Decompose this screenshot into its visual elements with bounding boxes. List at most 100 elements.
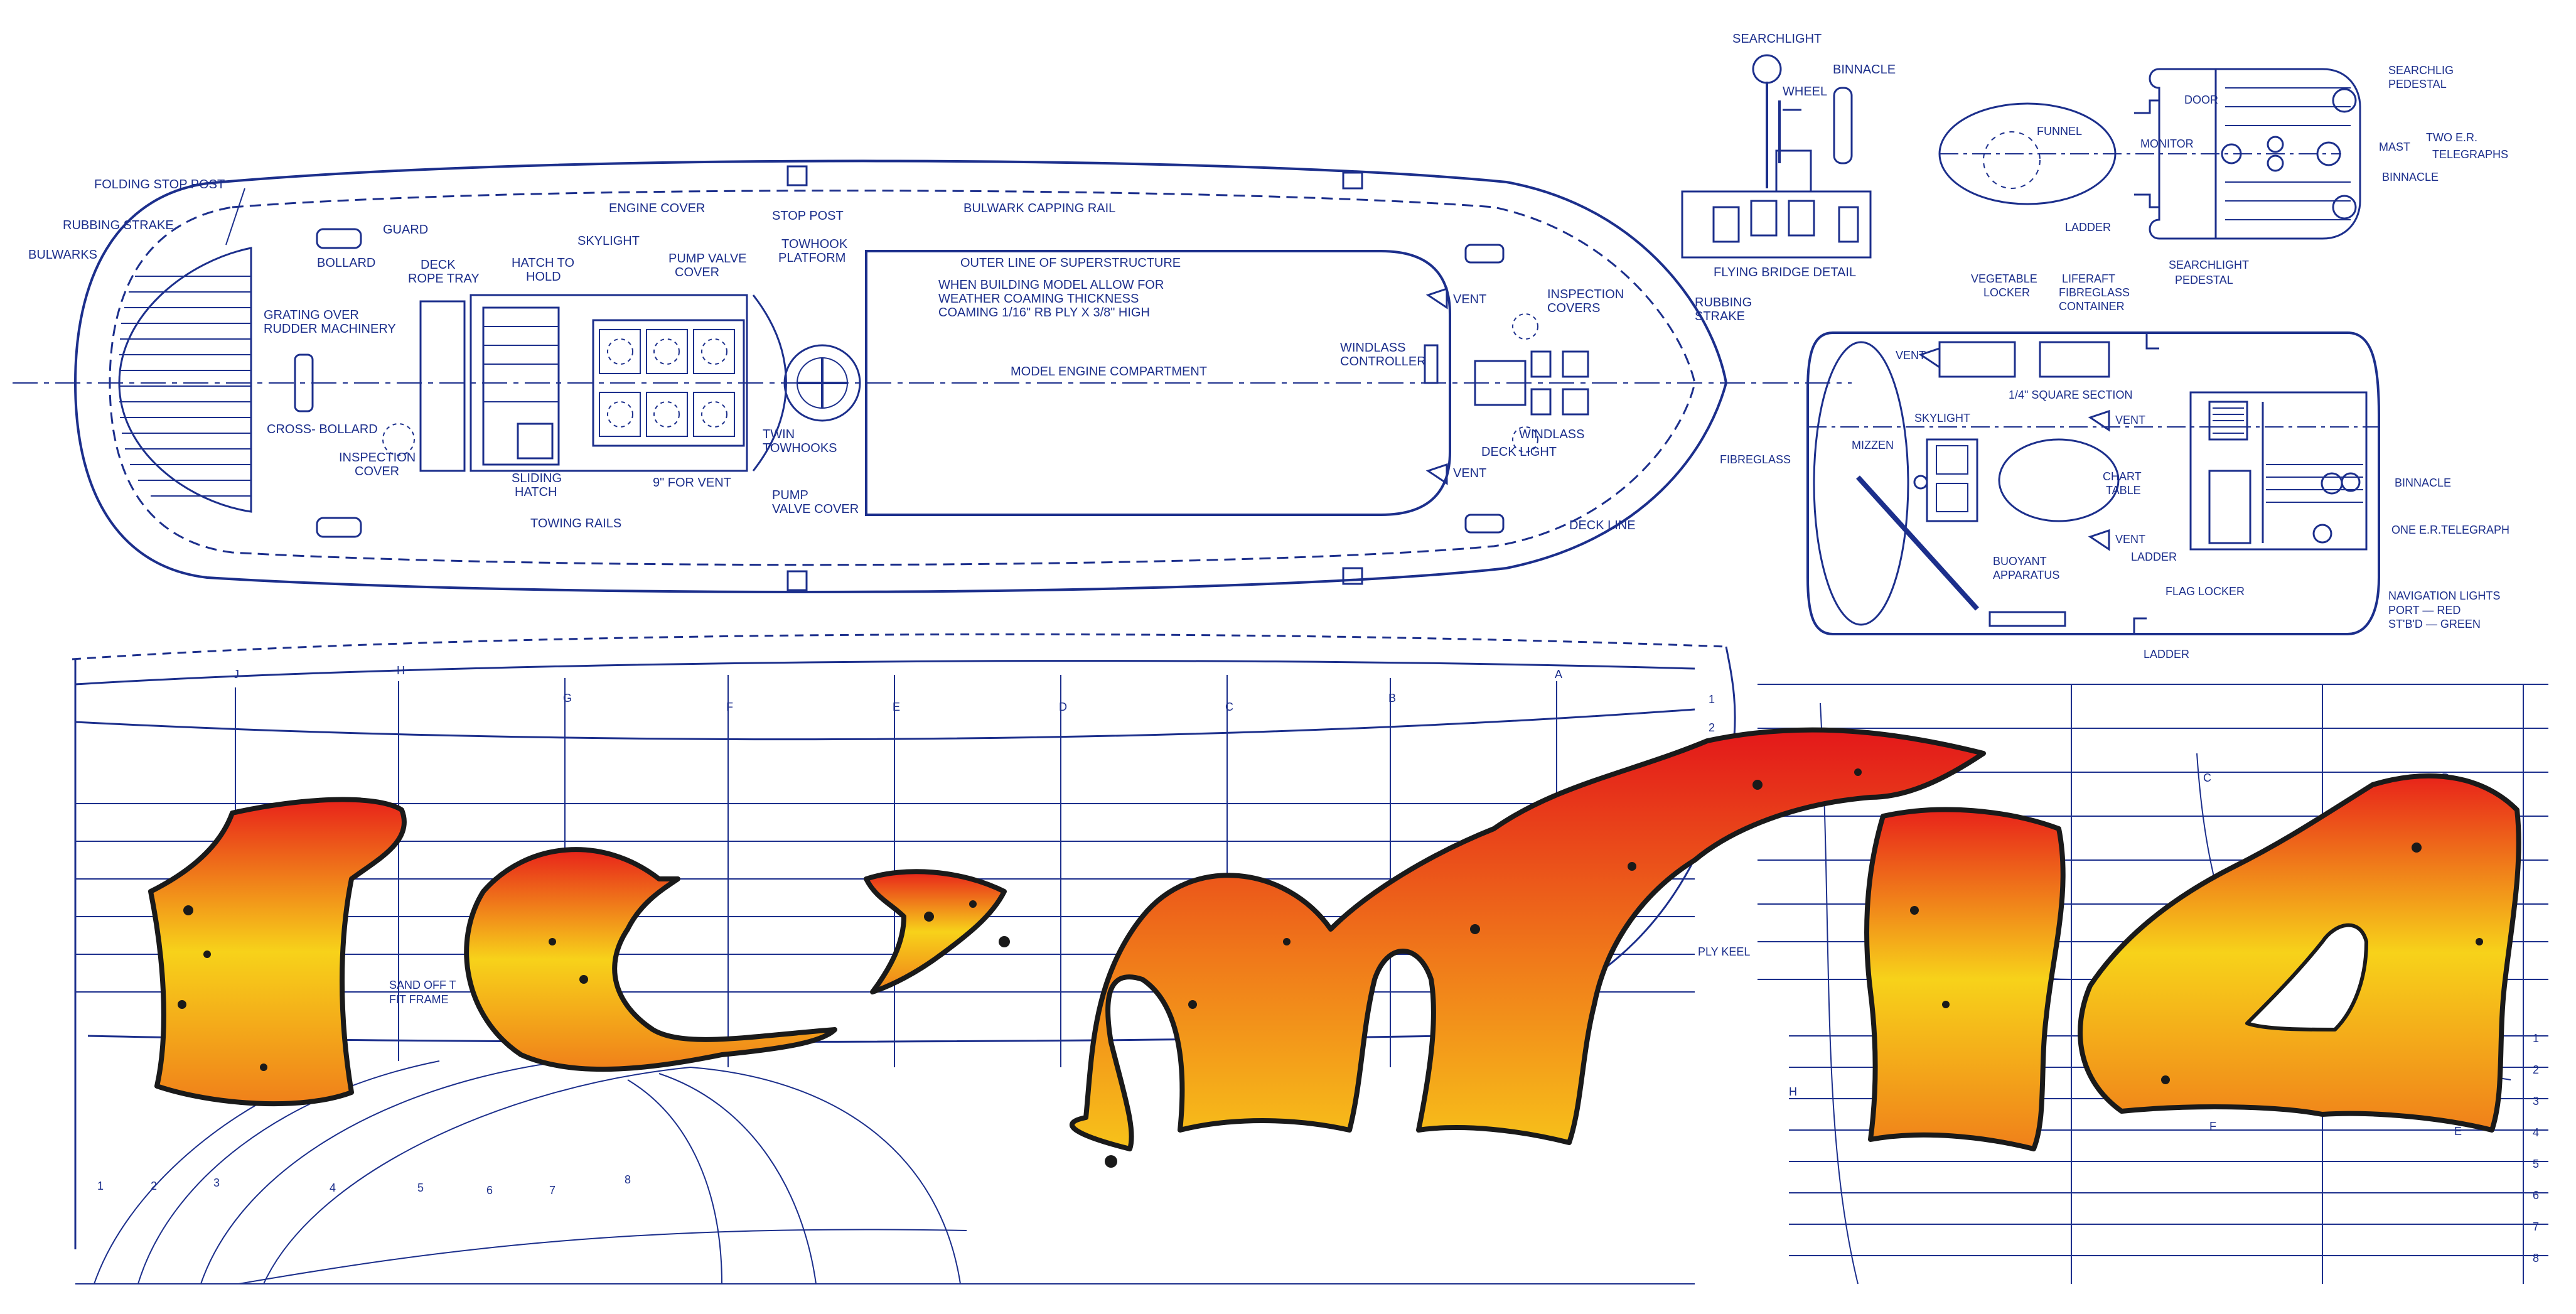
bodyline-2: 2 xyxy=(151,1180,157,1192)
label-vent-a: VENT xyxy=(1453,293,1486,306)
label-vent-1: VENT xyxy=(1896,349,1926,362)
label-pump-valve-cover: COVER xyxy=(675,266,719,279)
label-apparatus: APPARATUS xyxy=(1993,569,2059,581)
label-door: DOOR xyxy=(2184,94,2218,106)
bodyline-4: 4 xyxy=(330,1182,336,1194)
label-binnacle-b: BINNACLE xyxy=(2395,477,2451,489)
funnel-plan xyxy=(1938,68,2361,240)
label-vent-b: VENT xyxy=(1453,466,1486,480)
mark-1: 1 xyxy=(1709,693,1715,706)
label-ladder-1: LADDER xyxy=(2131,551,2177,563)
label-skylight: SKYLIGHT xyxy=(577,234,640,248)
label-hatch-to: HATCH TO xyxy=(512,256,574,270)
towhook-platform xyxy=(783,344,861,422)
bodyline-6: 6 xyxy=(486,1184,493,1197)
label-fit-frame: FIT FRAME xyxy=(389,993,449,1006)
label-ply-keel: PLY KEEL xyxy=(1698,945,1750,958)
label-pump-valve: PUMP VALVE xyxy=(668,252,747,266)
station-A: A xyxy=(1555,668,1562,681)
boat-deck-labels: VEGETABLE LOCKER LIFERAFT FIBREGLASS CON… xyxy=(1720,272,2509,660)
label-engine-cover: ENGINE COVER xyxy=(609,202,705,215)
label-deck-light: DECK LIGHT xyxy=(1481,445,1557,459)
station-B: B xyxy=(1388,692,1396,704)
label-strake-r2: STRAKE xyxy=(1695,310,1745,323)
waterline-2: 2 xyxy=(2533,1064,2539,1076)
label-mizzen: MIZZEN xyxy=(1852,439,1894,451)
bodyline-7: 7 xyxy=(549,1184,555,1197)
label-inspection-covers: INSPECTION xyxy=(1547,288,1624,301)
label-9-for-vent: 9" FOR VENT xyxy=(653,476,731,490)
label-chart: CHART xyxy=(2103,470,2142,483)
mark-2: 2 xyxy=(1709,721,1715,734)
label-searchlight: SEARCHLIGHT xyxy=(1732,32,1822,46)
label-searchlight-pedestal-1: SEARCHLIG xyxy=(2388,64,2454,77)
label-deck-line: DECK LINE xyxy=(1569,519,1636,532)
label-locker: LOCKER xyxy=(1983,286,2030,299)
station-H: H xyxy=(397,664,405,677)
inspection-cover xyxy=(382,423,415,456)
waterline-4: 4 xyxy=(2533,1126,2539,1139)
label-note-2: WEATHER COAMING THICKNESS xyxy=(938,292,1139,306)
label-guard: GUARD xyxy=(383,223,428,237)
label-hold: HOLD xyxy=(526,270,561,284)
label-binnacle: BINNACLE xyxy=(1833,63,1896,77)
bollard-top xyxy=(316,228,362,249)
label-nav-lights: NAVIGATION LIGHTS xyxy=(2388,590,2500,602)
label-rubbing-strake: RUBBING STRAKE xyxy=(63,218,174,232)
label-grating-over: GRATING OVER xyxy=(264,308,359,322)
label-inspection: INSPECTION xyxy=(339,451,416,465)
deck-plan xyxy=(13,159,1852,593)
label-folding-stop-post: FOLDING STOP POST xyxy=(94,178,225,191)
label-covers: COVERS xyxy=(1547,301,1600,315)
label-funnel-ladder: LADDER xyxy=(2065,221,2111,234)
label-mast: MAST xyxy=(2379,141,2410,153)
label-cover: COVER xyxy=(355,465,399,478)
label-vegetable: VEGETABLE xyxy=(1971,272,2037,285)
label-telegraphs: TELEGRAPHS xyxy=(2432,148,2508,161)
label-flying-bridge-detail: FLYING BRIDGE DETAIL xyxy=(1714,266,1856,279)
waterline-3: 3 xyxy=(2533,1095,2539,1107)
label-windlass-1: WINDLASS xyxy=(1340,341,1405,355)
label-two-er: TWO E.R. xyxy=(2426,131,2477,144)
label-pump: PUMP xyxy=(772,488,808,502)
label-valve-cover: VALVE COVER xyxy=(772,502,859,516)
label-towhook: TOWHOOK xyxy=(781,237,848,251)
sliding-hatch xyxy=(517,423,554,460)
funnel-plan-labels: SEARCHLIG PEDESTAL DOOR FUNNEL MONITOR M… xyxy=(2037,64,2508,286)
label-stbd-green: ST'B'D — GREEN xyxy=(2388,618,2481,630)
label-port-red: PORT — RED xyxy=(2388,604,2461,617)
label-towhooks: TOWHOOKS xyxy=(763,441,837,455)
sheer-line xyxy=(72,633,1727,660)
label-pedestal-1: PEDESTAL xyxy=(2388,78,2447,90)
station-C: C xyxy=(1225,701,1233,713)
label-sliding: SLIDING xyxy=(512,471,562,485)
label-skylight-b: SKYLIGHT xyxy=(1914,412,1970,424)
flying-bridge-labels: SEARCHLIGHT WHEEL BINNACLE FLYING BRIDGE… xyxy=(1714,32,1896,279)
station-D: D xyxy=(1059,701,1067,713)
searchlight-icon xyxy=(1752,54,1782,84)
label-funnel: FUNNEL xyxy=(2037,125,2082,137)
station-G: G xyxy=(563,692,572,704)
label-rudder-machinery: RUDDER MACHINERY xyxy=(264,322,396,336)
label-flag-locker: FLAG LOCKER xyxy=(2165,585,2245,598)
bodyline-1: 1 xyxy=(97,1180,104,1192)
label-sand-off: SAND OFF T xyxy=(389,979,456,991)
cross-bollard xyxy=(294,353,314,412)
label-fibreglass: FIBREGLASS xyxy=(1720,453,1791,466)
right-letter-E: E xyxy=(2454,1125,2462,1138)
label-buoyant: BUOYANT xyxy=(1993,555,2047,568)
label-twin: TWIN xyxy=(763,428,795,441)
mizzen-boom xyxy=(1856,475,1979,611)
label-one-er: ONE E.R.TELEGRAPH xyxy=(2391,524,2509,536)
label-liferaft: LIFERAFT xyxy=(2062,272,2115,285)
boat-deck-skylight xyxy=(1926,438,1978,522)
waterline-8: 8 xyxy=(2533,1252,2539,1264)
flying-bridge-detail xyxy=(1681,54,1872,259)
hatch-to-hold xyxy=(482,306,560,466)
label-note-3: COAMING 1/16" RB PLY X 3/8" HIGH xyxy=(938,306,1150,320)
label-stop-post: STOP POST xyxy=(772,209,844,223)
label-funnel-binnacle: BINNACLE xyxy=(2382,171,2439,183)
station-F: F xyxy=(726,701,733,713)
bollard-bottom xyxy=(316,517,362,538)
